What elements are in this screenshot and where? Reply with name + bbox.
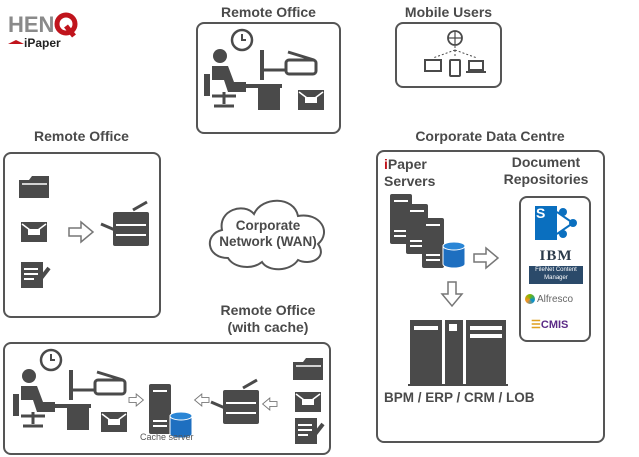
ibm-logo: IBM	[539, 248, 573, 264]
cmis-text: CMIS	[540, 319, 569, 331]
doc-repos-line2: Repositories	[503, 171, 589, 187]
remote-office-cache-line2: (with cache)	[227, 319, 309, 335]
henq-logo-mark: HEN	[8, 12, 78, 44]
alfresco-text: Alfresco	[537, 294, 574, 305]
sharepoint-logo	[535, 206, 577, 240]
data-centre-label: Corporate Data Centre	[415, 128, 565, 144]
remote-office-left-box	[3, 152, 161, 318]
cmis-logo: ☰CMIS	[531, 318, 568, 331]
network-line1: Corporate	[235, 218, 301, 233]
cloud-icon	[208, 199, 325, 271]
remote-office-top-label: Remote Office	[221, 4, 316, 20]
cache-server-label: Cache server	[140, 432, 194, 442]
ipaper-servers-icon	[390, 194, 508, 386]
alfresco-icon	[525, 294, 535, 305]
mobile-users-label: Mobile Users	[404, 4, 493, 20]
svg-text:HEN: HEN	[8, 12, 54, 37]
ipaper-line2: Servers	[384, 173, 436, 189]
doc-repos-line1: Document	[511, 154, 581, 170]
ipaper-prefix: i	[384, 156, 388, 172]
filenet-logo: FileNet Content Manager	[529, 266, 583, 284]
systems-label: BPM / ERP / CRM / LOB	[384, 390, 535, 405]
remote-office-cache-box: Cache server	[3, 342, 331, 455]
logo-text: iPaper	[24, 36, 61, 50]
alfresco-logo: Alfresco	[525, 294, 573, 305]
office-worker-icon	[202, 28, 325, 112]
repositories-box: S IBM FileNet Content Manager Alfresco ☰…	[519, 196, 591, 342]
network-line2: Network (WAN)	[219, 234, 317, 249]
sharepoint-letter: S	[536, 205, 546, 221]
bpm-servers-icon	[408, 320, 508, 386]
mobile-devices-icon	[424, 30, 486, 77]
remote-office-cache-line1: Remote Office	[220, 302, 316, 318]
mobile-users-box	[395, 22, 502, 88]
ipaper-rest: Paper	[387, 156, 427, 172]
scan-sources-icons	[18, 175, 151, 290]
remote-office-left-label: Remote Office	[34, 128, 129, 144]
remote-office-top-box	[196, 22, 341, 134]
henq-logo: HEN iPaper	[8, 10, 78, 52]
cmis-icon: ☰	[531, 319, 541, 331]
remote-office-cache-label: Remote Office(with cache)	[190, 302, 346, 336]
